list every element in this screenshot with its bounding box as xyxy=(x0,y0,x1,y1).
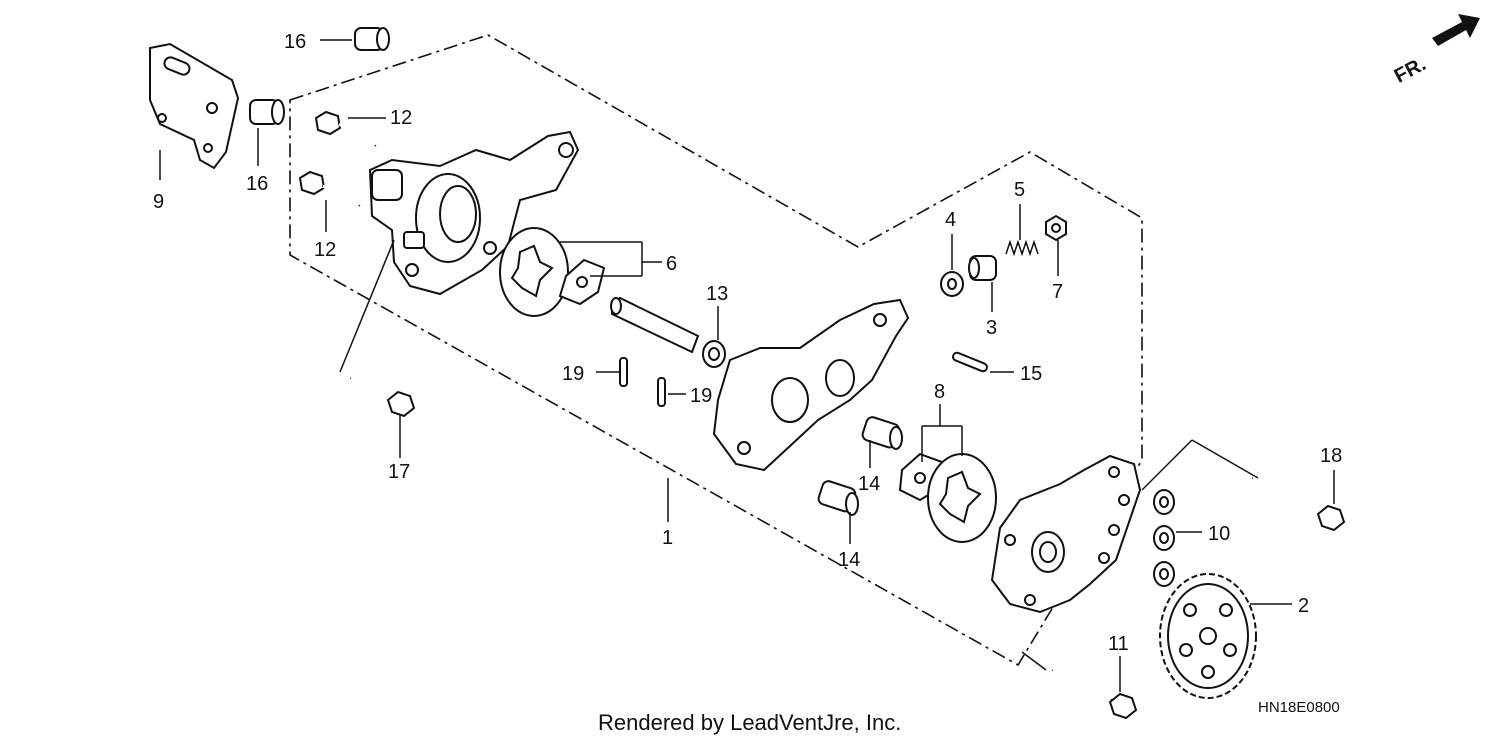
callout-15: 15 xyxy=(1020,363,1042,385)
part-11-bolt xyxy=(1051,668,1138,720)
part-6-inner-rotor xyxy=(558,258,606,306)
part-6-outer-rotor xyxy=(499,227,569,317)
callout-10: 10 xyxy=(1208,523,1230,545)
part-16-dowel-lower xyxy=(249,99,285,125)
assembly-boundary-outline xyxy=(289,34,1143,667)
callout-13: 13 xyxy=(706,283,728,305)
callout-7: 7 xyxy=(1052,281,1063,303)
part-12-bolt-lower xyxy=(298,170,361,207)
footer-credit: Rendered by LeadVentJre, Inc. xyxy=(598,710,901,735)
part-2-drive-gear xyxy=(1159,573,1257,699)
part-10-washer-middle xyxy=(1153,525,1175,551)
part-5-spring xyxy=(1005,239,1039,257)
callout-3: 3 xyxy=(986,317,997,339)
direction-label: FR. xyxy=(1391,53,1430,88)
callout-5: 5 xyxy=(1014,179,1025,201)
part-12-bolt-upper xyxy=(314,110,377,147)
front-direction-arrow-icon xyxy=(1432,14,1480,46)
part-14-dowel-lower xyxy=(817,480,859,516)
pump-housing-cover xyxy=(368,130,580,296)
pump-center-body xyxy=(712,298,910,472)
part-15-spring-pin xyxy=(952,351,988,373)
callout-16-upper: 16 xyxy=(284,31,306,53)
part-16-dowel-upper xyxy=(354,27,390,51)
callout-16-lower: 16 xyxy=(246,173,268,195)
callout-11: 11 xyxy=(1108,633,1129,655)
part-17-bolt xyxy=(349,376,416,418)
callout-4: 4 xyxy=(945,209,956,231)
callout-14-upper: 14 xyxy=(858,473,880,495)
part-10-washer-bottom xyxy=(1153,561,1175,587)
callout-12-lower: 12 xyxy=(314,239,336,261)
callout-14-lower: 14 xyxy=(838,549,860,571)
part-19-pin-right xyxy=(657,377,666,407)
part-19-pin-left xyxy=(619,357,628,387)
callout-18: 18 xyxy=(1320,445,1342,467)
callout-8: 8 xyxy=(934,381,945,403)
part-9-bracket xyxy=(149,42,240,170)
part-3-valve-piston xyxy=(968,255,997,281)
callout-9: 9 xyxy=(153,191,164,213)
callout-19-right: 19 xyxy=(690,385,712,407)
callout-19-left: 19 xyxy=(562,363,584,385)
callout-1: 1 xyxy=(662,527,673,549)
part-18-bolt xyxy=(1251,476,1346,532)
pump-shaft xyxy=(610,296,700,354)
callout-17: 17 xyxy=(388,461,410,483)
pump-rear-cover xyxy=(990,454,1142,614)
part-13-seal-ring xyxy=(702,340,726,368)
part-7-plug xyxy=(1045,214,1067,242)
part-8-outer-rotor xyxy=(927,453,997,543)
part-10-washer-top xyxy=(1153,489,1175,515)
callout-6: 6 xyxy=(666,253,677,275)
diagram-code: HN18E0800 xyxy=(1258,699,1340,716)
callout-12-upper: 12 xyxy=(390,107,412,129)
part-14-dowel-upper xyxy=(861,416,903,450)
callout-2: 2 xyxy=(1298,595,1309,617)
leader-lines xyxy=(159,39,1335,692)
part-4-valve-ball xyxy=(940,271,964,297)
